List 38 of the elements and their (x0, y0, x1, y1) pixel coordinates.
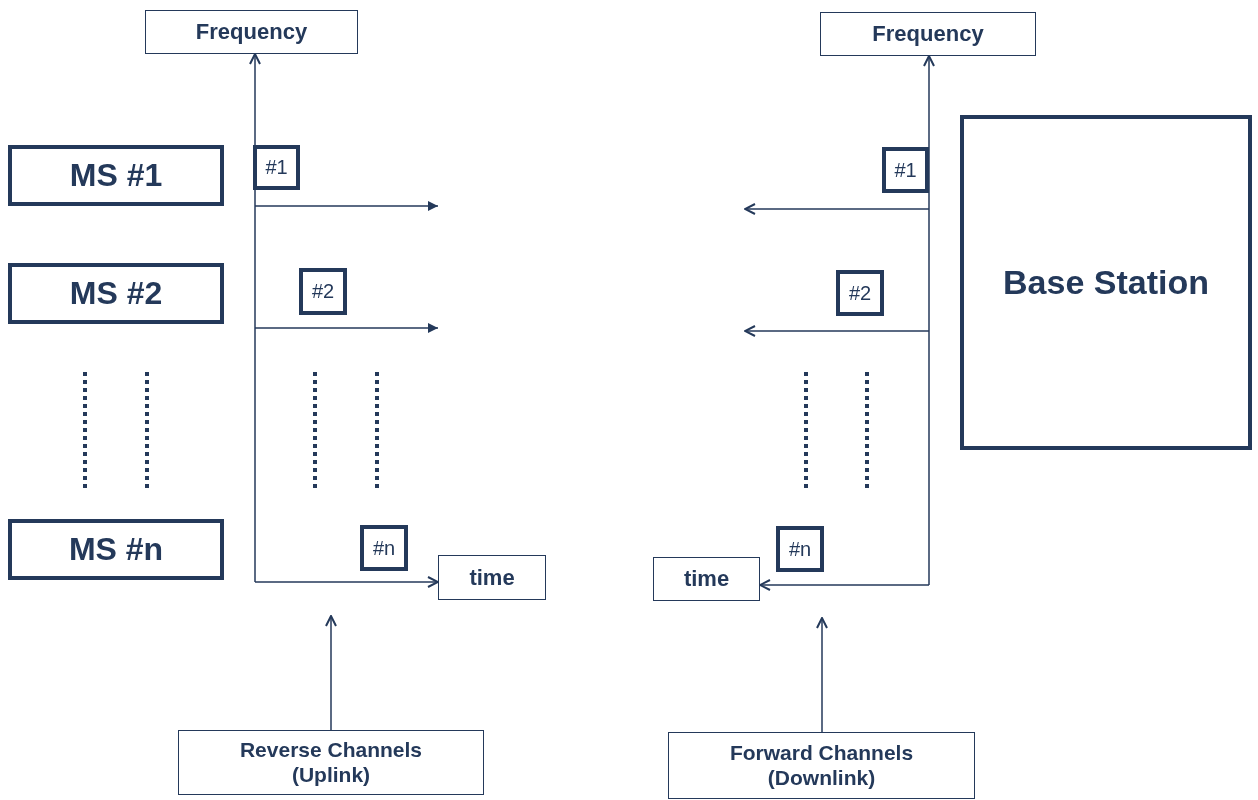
arrow (325, 615, 337, 731)
node-text: MS #n (68, 531, 164, 568)
label-box (668, 732, 975, 799)
channel-box (836, 270, 884, 316)
node-text: time (469, 564, 515, 591)
label-box (178, 730, 484, 795)
node-text: #1 (894, 158, 917, 182)
node-text: #1 (265, 156, 288, 179)
arrow (249, 53, 261, 583)
node-text: #n (372, 536, 396, 560)
mobile-station-box (8, 145, 224, 206)
arrow (254, 576, 439, 588)
axis-label-box (653, 557, 760, 601)
arrow (923, 55, 935, 586)
node-text: #2 (311, 280, 335, 303)
node-text: #n (788, 537, 812, 561)
base-station-box (960, 115, 1252, 450)
mobile-station-box (8, 263, 224, 324)
channel-box (299, 268, 347, 315)
node-text: MS #1 (69, 157, 163, 194)
node-text: Reverse Channels (Uplink) (238, 738, 424, 787)
mobile-station-box (8, 519, 224, 580)
arrow (816, 617, 828, 733)
node-text: Frequency (195, 19, 308, 45)
node-text: MS #2 (69, 275, 163, 312)
node-text: #2 (848, 281, 872, 305)
channel-box (360, 525, 408, 571)
node-text: Frequency (872, 21, 984, 47)
node-text: Base Station (1003, 262, 1209, 303)
node-text: Forward Channels (Downlink) (728, 741, 915, 790)
node-text: time (683, 566, 730, 592)
arrow (759, 579, 930, 591)
axis-label-box (438, 555, 546, 600)
axis-label-box (145, 10, 358, 54)
channel-box (253, 145, 300, 190)
channel-box (776, 526, 824, 572)
axis-label-box (820, 12, 1036, 56)
channel-box (882, 147, 929, 193)
